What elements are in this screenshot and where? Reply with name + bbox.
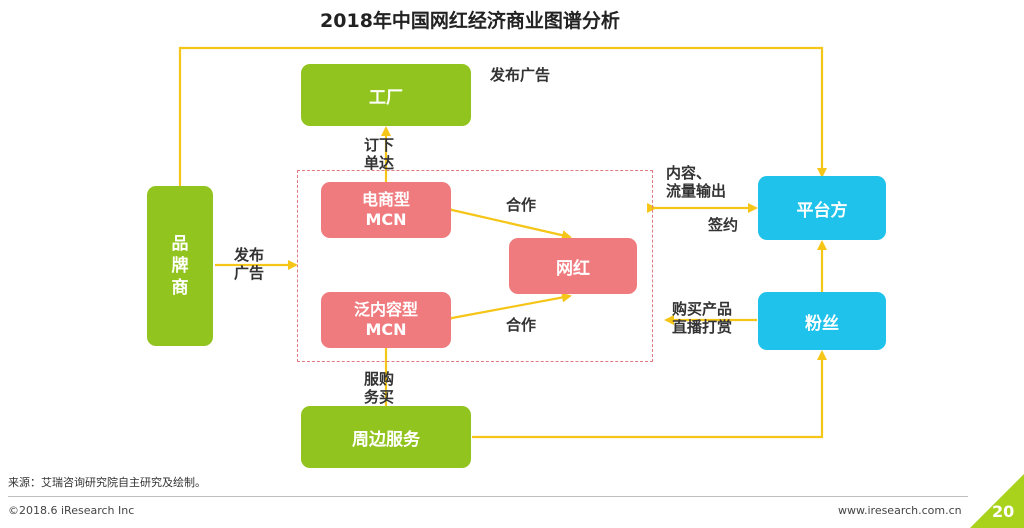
platform-node: 平台方 bbox=[758, 176, 886, 240]
page-title: 2018年中国网红经济商业图谱分析 bbox=[320, 10, 620, 32]
publish-ad-left-label: 发布 广告 bbox=[234, 246, 265, 282]
influencer-node: 网红 bbox=[509, 238, 637, 294]
services-to-fans-line bbox=[472, 350, 827, 439]
cooperate-top-label: 合作 bbox=[506, 196, 537, 214]
brand-to-platform-line bbox=[178, 46, 827, 186]
services-node: 周边服务 bbox=[301, 406, 471, 468]
fans-node: 粉丝 bbox=[758, 292, 886, 350]
place-order-label: 订下 单达 bbox=[364, 136, 395, 172]
content-mcn-node: 泛内容型 MCN bbox=[321, 292, 451, 348]
content-traffic-label: 内容、 流量输出 bbox=[666, 164, 727, 200]
brand-node: 品 牌 商 bbox=[147, 186, 213, 346]
website-link[interactable]: www.iresearch.com.cn bbox=[838, 504, 962, 517]
cooperate-bottom-label: 合作 bbox=[506, 316, 537, 334]
mcn-group-box bbox=[297, 170, 653, 362]
sign-label: 签约 bbox=[708, 216, 739, 234]
cooperate-bottom-arrow bbox=[443, 292, 572, 325]
copyright-text: ©2018.6 iResearch Inc bbox=[8, 504, 135, 517]
factory-node: 工厂 bbox=[301, 64, 471, 126]
page-number: 20 bbox=[992, 502, 1015, 521]
source-note: 来源：艾瑞咨询研究院自主研究及绘制。 bbox=[8, 476, 206, 489]
page-corner-badge bbox=[970, 474, 1024, 528]
buy-products-label: 购买产品 直播打赏 bbox=[672, 300, 733, 336]
cooperate-top-arrow bbox=[443, 203, 572, 241]
footer-divider bbox=[8, 496, 968, 497]
ecommerce-mcn-node: 电商型 MCN bbox=[321, 182, 451, 238]
publish-ad-top-label: 发布广告 bbox=[490, 66, 551, 84]
service-purchase-label: 服购 务买 bbox=[364, 370, 395, 406]
